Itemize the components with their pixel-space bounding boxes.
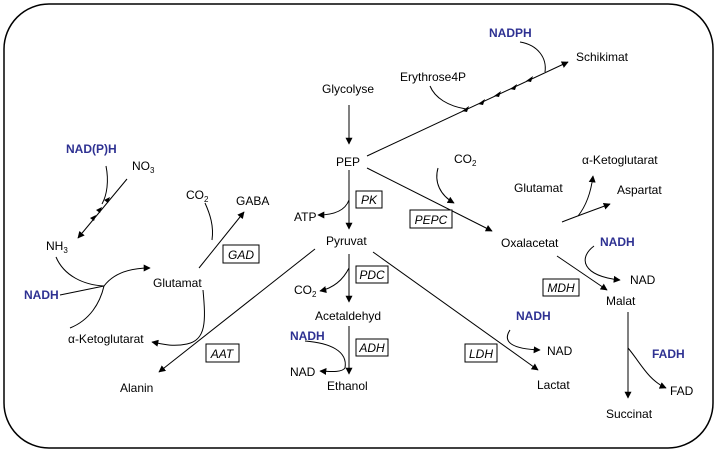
label-atp: ATP [294,210,316,224]
enzyme-pk: PK [361,193,378,207]
label-succinat: Succinat [606,407,653,421]
label-co2-gad: CO2 [186,188,209,204]
label-glutamat-right: Glutamat [514,181,563,195]
enzyme-adh: ADH [358,341,385,355]
label-fad: FAD [670,384,694,398]
label-fadh: FADH [652,347,685,361]
label-aspartat: Aspartat [617,183,662,197]
label-erythrose4p: Erythrose4P [400,70,466,84]
label-nadph: NADPH [489,26,532,40]
reaction-arrows [55,41,667,399]
enzyme-boxes: PK PEPC GAD AAT PDC ADH LDH MDH [205,190,580,363]
enzyme-mdh: MDH [547,281,575,295]
label-gaba: GABA [236,194,269,208]
label-nad-ldh: NAD [547,344,573,358]
label-ethanol: Ethanol [327,379,368,393]
label-schikimat: Schikimat [576,50,629,64]
label-co2-pdc: CO2 [294,283,317,299]
label-nh3: NH3 [46,239,68,255]
enzyme-aat: AAT [210,347,235,361]
enzyme-gad: GAD [228,248,254,262]
label-nad-mdh: NAD [630,273,656,287]
label-nadh-left: NADH [24,288,59,302]
label-malat: Malat [606,294,636,308]
label-pep: PEP [336,155,360,169]
label-acetaldehyd: Acetaldehyd [315,309,381,323]
label-pyruvat: Pyruvat [326,234,367,248]
label-co2-pepc: CO2 [454,152,477,168]
label-glutamat-left: Glutamat [153,276,202,290]
label-lactat: Lactat [537,378,570,392]
label-nadh-ldh: NADH [516,309,551,323]
enzyme-pepc: PEPC [415,213,448,227]
metabolite-labels: Glycolyse Erythrose4P Schikimat PEP CO2 … [46,50,694,421]
cofactor-labels: NADPH NAD(P)H NADH NADH NADH NADH FADH [24,26,685,361]
label-nad-p-h: NAD(P)H [66,142,117,156]
label-ketoglutarat-right: α-Ketoglutarat [582,153,658,167]
label-nad-adh: NAD [290,365,316,379]
label-ketoglutarat-left: α-Ketoglutarat [68,332,144,346]
label-alanin: Alanin [120,381,153,395]
enzyme-pdc: PDC [359,268,385,282]
label-nadh-adh: NADH [290,329,325,343]
label-no3: NO3 [132,159,155,175]
label-oxalacetat: Oxalacetat [501,236,559,250]
diagram-frame [3,3,714,449]
label-glycolyse: Glycolyse [322,82,374,96]
label-nadh-mdh: NADH [600,235,635,249]
enzyme-ldh: LDH [469,347,493,361]
